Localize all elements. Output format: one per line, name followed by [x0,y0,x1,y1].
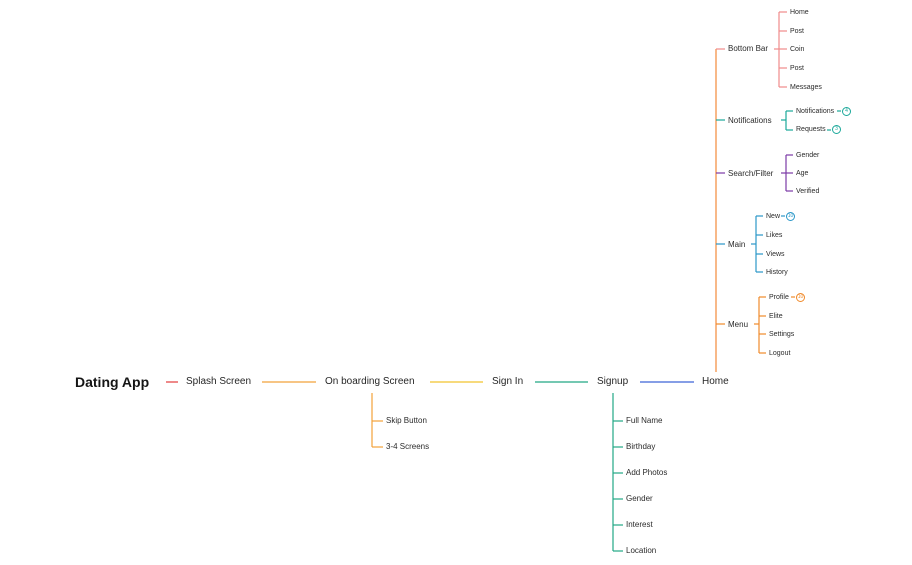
node-bottom-bar-home[interactable]: Home [790,9,809,16]
node-menu[interactable]: Menu [728,320,749,329]
node-bottom-bar-post-2[interactable]: Post [790,65,805,72]
node-menu-settings[interactable]: Settings [769,331,795,338]
node-menu-elite[interactable]: Elite [769,313,783,320]
node-search-verified[interactable]: Verified [796,188,820,195]
root-node-dating-app[interactable]: Dating App [75,374,150,390]
node-onboarding-screen[interactable]: On boarding Screen [325,376,415,387]
node-home[interactable]: Home [702,376,729,387]
profile-count-badge: 10 [796,293,805,302]
node-bottom-bar-post[interactable]: Post [790,28,805,35]
node-search-gender[interactable]: Gender [796,152,820,159]
node-main-views[interactable]: Views [766,251,785,258]
node-main-new[interactable]: New [766,213,781,220]
node-bottom-bar-messages[interactable]: Messages [790,84,822,91]
node-notifications-notifications[interactable]: Notifications [796,108,835,115]
node-birthday[interactable]: Birthday [626,442,656,451]
new-count-badge: 10 [786,212,795,221]
node-menu-profile[interactable]: Profile [769,294,789,301]
node-location[interactable]: Location [626,546,657,555]
node-skip-button[interactable]: Skip Button [386,416,427,425]
node-search-filter[interactable]: Search/Filter [728,169,774,178]
node-splash-screen[interactable]: Splash Screen [186,376,252,387]
node-menu-logout[interactable]: Logout [769,350,791,357]
node-bottom-bar[interactable]: Bottom Bar [728,44,769,53]
node-add-photos[interactable]: Add Photos [626,468,668,477]
node-main-likes[interactable]: Likes [766,232,783,239]
node-full-name[interactable]: Full Name [626,416,663,425]
node-interest[interactable]: Interest [626,520,653,529]
node-3-4-screens[interactable]: 3-4 Screens [386,442,430,451]
notifications-count-badge: 4 [842,107,851,116]
node-notifications[interactable]: Notifications [728,116,772,125]
node-main[interactable]: Main [728,240,746,249]
node-signup[interactable]: Signup [597,376,629,387]
node-notifications-requests[interactable]: Requests [796,126,826,133]
node-bottom-bar-coin[interactable]: Coin [790,46,805,53]
node-gender[interactable]: Gender [626,494,653,503]
node-search-age[interactable]: Age [796,170,809,177]
requests-count-badge: 3 [832,125,841,134]
node-main-history[interactable]: History [766,269,788,276]
node-sign-in[interactable]: Sign In [492,376,524,387]
